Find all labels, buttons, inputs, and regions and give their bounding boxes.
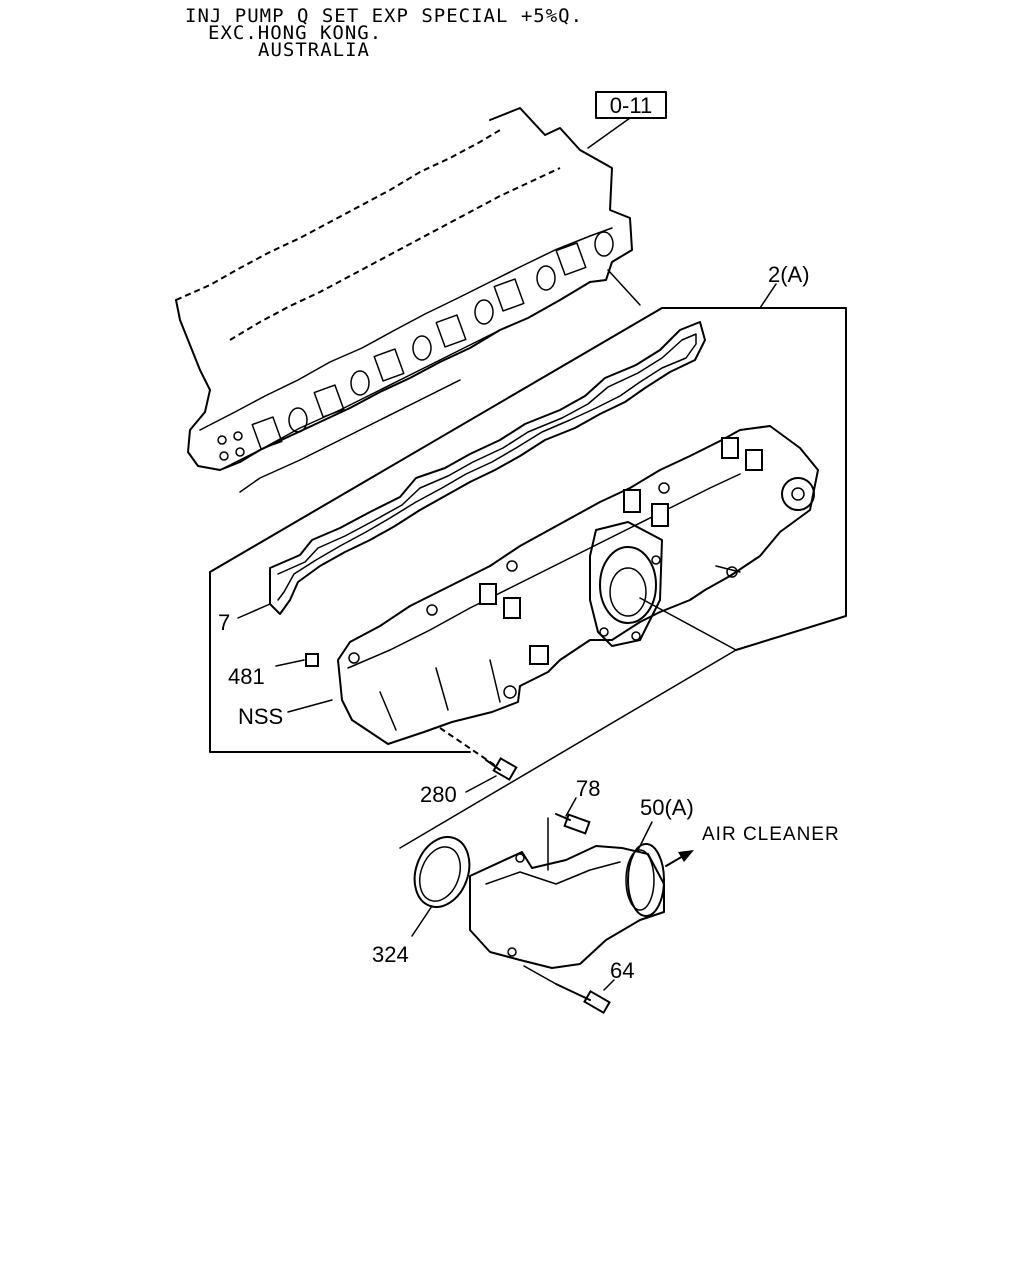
gasket-drawing xyxy=(269,321,706,615)
callout-2a[interactable]: 2(A) xyxy=(768,262,810,287)
callout-78[interactable]: 78 xyxy=(576,776,600,801)
elbow-duct-drawing xyxy=(469,843,665,969)
header-line-3: AUSTRALIA xyxy=(258,39,370,61)
intake-manifold-drawing xyxy=(337,425,819,745)
nut-481-drawing xyxy=(305,653,319,667)
airflow-arrow-icon xyxy=(665,850,694,867)
bolt-78-drawing xyxy=(547,813,591,871)
callout-7[interactable]: 7 xyxy=(218,610,230,635)
bolt-280-drawing xyxy=(439,727,518,781)
reference-box[interactable]: 0-11 xyxy=(587,91,667,149)
reference-box-label: 0-11 xyxy=(610,93,652,118)
assembly-bracket xyxy=(209,283,847,753)
callout-324[interactable]: 324 xyxy=(372,942,409,967)
callout-280[interactable]: 280 xyxy=(420,782,457,807)
header-line-2: EXC.HONG KONG. xyxy=(208,22,383,44)
header-line-1: INJ PUMP Q SET EXP SPECIAL +5%Q. xyxy=(185,5,584,27)
callout-50a[interactable]: 50(A) xyxy=(640,795,694,820)
air-cleaner-label: AIR CLEANER xyxy=(702,824,840,845)
cylinder-head-drawing xyxy=(175,107,641,493)
callout-481[interactable]: 481 xyxy=(228,664,265,689)
bolt-64-drawing xyxy=(523,965,611,1015)
callout-nss[interactable]: NSS xyxy=(238,704,283,729)
callout-64[interactable]: 64 xyxy=(610,958,634,983)
seal-ring-drawing xyxy=(413,836,471,908)
